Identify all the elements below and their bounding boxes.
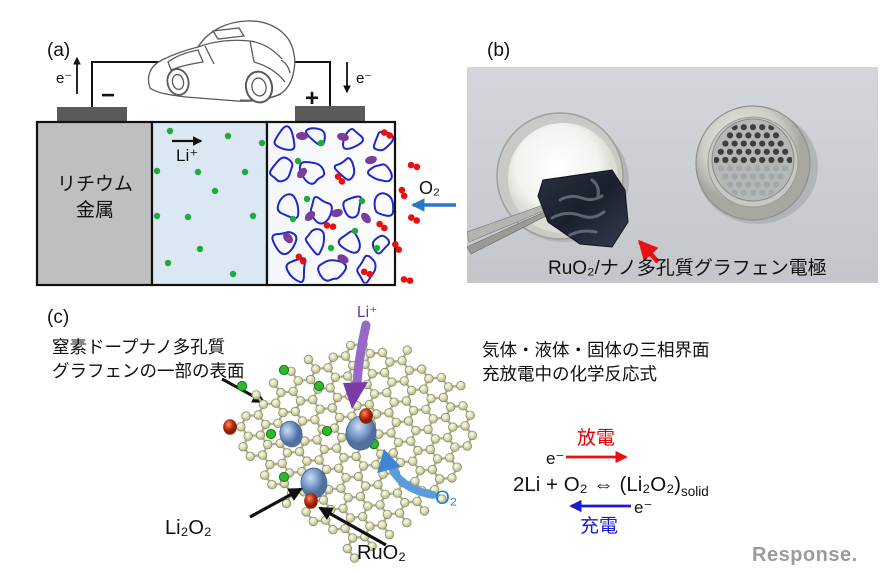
minus-sign: − xyxy=(101,82,115,109)
panel-a-schematic: (a) e⁻ e⁻ − + リチウム 金属 xyxy=(35,20,456,287)
discharge-label: 放電 xyxy=(577,427,615,449)
ruo2-label: RuO₂ xyxy=(357,542,406,564)
electrolyte-block xyxy=(150,120,269,287)
panel-c-model: (c) 窒素ドープナノ多孔質 グラフェンの一部の表面 Li⁺ O₂ Li₂O₂ … xyxy=(47,304,478,564)
li-ion-insert-arrow xyxy=(352,320,371,389)
watermark: Response. xyxy=(752,544,858,566)
surface-note-line1: 窒素ドープナノ多孔質 xyxy=(52,337,225,357)
anode-label-line2: 金属 xyxy=(76,199,114,221)
dopant-and-product-atoms xyxy=(223,364,380,509)
reaction-block: 気体・液体・固体の三相界面 充放電中の化学反応式 放電 e⁻ 2Li + O₂ … xyxy=(482,340,710,537)
reaction-equation: 2Li + O₂ ⇔ (Li₂O₂)solid xyxy=(513,473,709,499)
car-sketch xyxy=(147,20,296,104)
oxygen-insert-arrow xyxy=(389,466,437,499)
li-ion-label: Li⁺ xyxy=(176,146,198,165)
li2o2-arrow xyxy=(249,487,303,519)
positive-terminal xyxy=(295,106,365,123)
charge-label: 充電 xyxy=(580,515,618,537)
cathode-pore-network xyxy=(269,125,394,284)
lithium-anode-block xyxy=(35,120,154,287)
graphene-lattice xyxy=(223,339,478,563)
negative-terminal xyxy=(57,107,127,123)
oxygen-label-c: O₂ xyxy=(435,488,457,509)
reaction-heading-line1: 気体・液体・固体の三相界面 xyxy=(482,340,710,360)
panel-b-photo: (b) RuO₂/ナノ多孔質グラフェン電極 xyxy=(467,40,878,283)
electron-top-label: e⁻ xyxy=(546,449,564,468)
panel-a-label: (a) xyxy=(47,40,70,61)
electrode-pointer-arrow xyxy=(638,239,660,264)
panel-b-label: (b) xyxy=(487,40,510,61)
surface-note-line2: グラフェンの一部の表面 xyxy=(52,361,245,381)
electrolyte-li-ions xyxy=(153,127,266,278)
reaction-heading-line2: 充放電中の化学反応式 xyxy=(482,364,657,384)
panel-c-label: (c) xyxy=(47,307,69,328)
electron-bottom-label: e⁻ xyxy=(634,498,652,517)
li-ion-insert-arrowhead xyxy=(343,382,368,409)
li2o2-label: Li₂O₂ xyxy=(165,517,212,539)
anode-label-line1: リチウム xyxy=(57,174,133,195)
electrode-caption: RuO₂/ナノ多孔質グラフェン電極 xyxy=(548,257,827,279)
plus-sign: + xyxy=(305,85,319,112)
air-holes xyxy=(714,124,792,196)
cathode-li-ions xyxy=(289,139,381,252)
graphene-electrode-sheet xyxy=(537,169,629,248)
li-ion-label-c: Li⁺ xyxy=(357,304,377,321)
electron-in-label: e⁻ xyxy=(356,70,372,87)
oxygen-molecules xyxy=(295,129,421,284)
ruo2-arrow xyxy=(318,506,387,547)
cathode-particles xyxy=(283,131,377,264)
electron-out-label: e⁻ xyxy=(56,70,72,87)
oxygen-insert-arrowhead xyxy=(377,449,401,473)
oxygen-inflow-label: O₂ xyxy=(419,178,440,198)
